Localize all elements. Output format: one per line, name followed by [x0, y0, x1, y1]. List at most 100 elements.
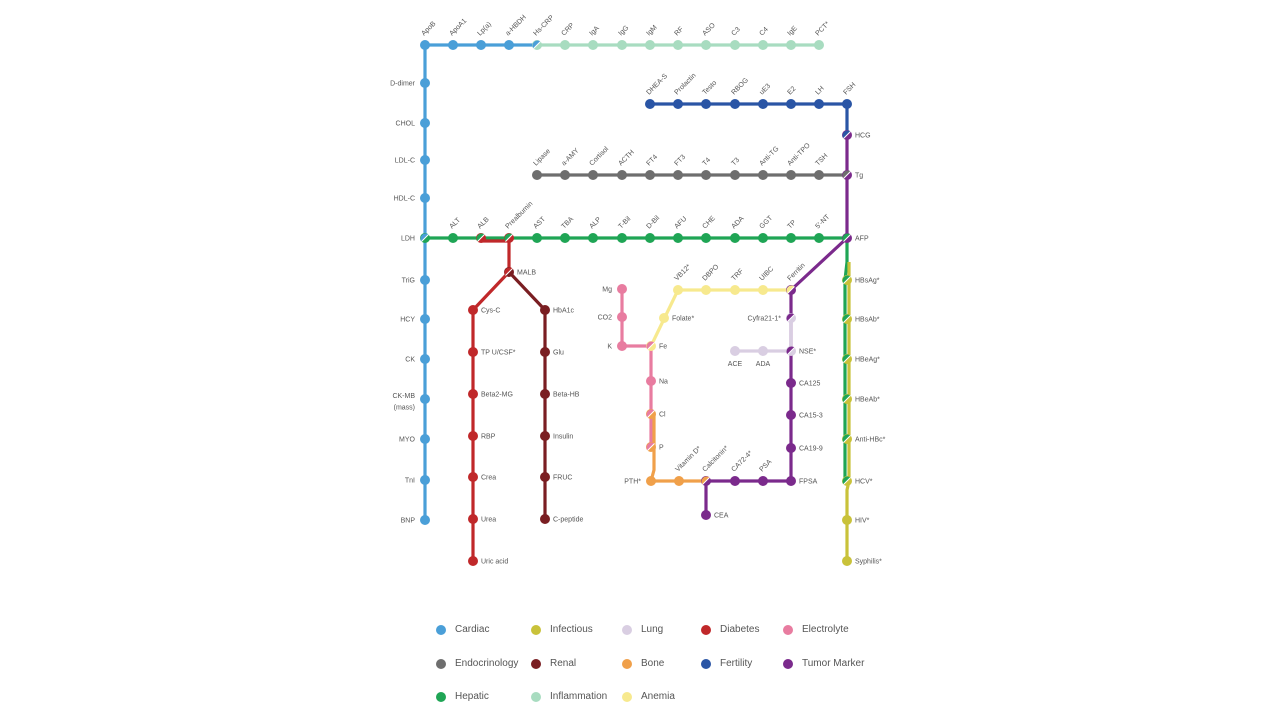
station-divider — [787, 347, 795, 355]
station-dot — [659, 313, 669, 323]
station-label: FPSA — [799, 479, 818, 486]
station-dot — [701, 510, 711, 520]
station-dot — [814, 40, 824, 50]
station-hcy[interactable]: HCY — [400, 314, 430, 324]
station-ca125[interactable]: CA125 — [786, 378, 821, 388]
station-cyfra21-1-[interactable]: Cyfra21-1* — [748, 313, 796, 323]
station-hbeab-[interactable]: HBeAb* — [842, 394, 880, 404]
station-dot-half — [646, 341, 655, 350]
station-ldh[interactable]: LDH — [401, 233, 430, 243]
station-bnp[interactable]: BNP — [401, 515, 430, 525]
station-fpsa[interactable]: FPSA — [786, 476, 818, 486]
station-label: HCY — [400, 317, 415, 324]
station-afp[interactable]: AFP — [842, 233, 869, 243]
station-dot — [758, 40, 768, 50]
station-hcv-[interactable]: HCV* — [842, 476, 873, 486]
station-k[interactable]: K — [607, 341, 627, 351]
station-tp-u-csf-[interactable]: TP U/CSF* — [468, 347, 516, 357]
station-cl[interactable]: Cl — [646, 409, 666, 419]
station-dot — [420, 434, 430, 444]
legend-item-hepatic: Hepatic — [436, 691, 489, 702]
station-glu[interactable]: Glu — [540, 347, 564, 357]
station-crea[interactable]: Crea — [468, 472, 496, 482]
station-trig[interactable]: TriG — [402, 275, 430, 285]
station-hiv-[interactable]: HIV* — [842, 515, 870, 525]
station-ldl-c[interactable]: LDL-C — [395, 155, 430, 165]
station-ck[interactable]: CK — [405, 354, 430, 364]
legend-swatch-icon — [531, 691, 541, 702]
station-beta2-mg[interactable]: Beta2-MG — [468, 389, 513, 399]
station-divider — [843, 315, 851, 323]
station-label: C4 — [758, 26, 769, 37]
station-fsh[interactable]: FSH — [842, 82, 857, 109]
station-hbeag-[interactable]: HBeAg* — [842, 354, 880, 364]
station-anti-hbc-[interactable]: Anti-HBc* — [842, 434, 886, 444]
station-ca15-3[interactable]: CA15-3 — [786, 410, 823, 420]
station-uric-acid[interactable]: Uric acid — [468, 556, 508, 566]
station-c3[interactable]: C3 — [730, 26, 742, 50]
station-label: TP U/CSF* — [481, 350, 516, 357]
station-cys-c[interactable]: Cys-C — [468, 305, 500, 315]
station-label: CA19-9 — [799, 446, 823, 453]
station-tp[interactable]: TP — [786, 219, 798, 243]
station-mg[interactable]: Mg — [602, 284, 627, 294]
station-fruc[interactable]: FRUC — [540, 472, 572, 482]
station-label: CHOL — [396, 121, 416, 128]
station-tg[interactable]: Tg — [842, 170, 863, 180]
station-rbp[interactable]: RBP — [468, 431, 496, 441]
station-t3[interactable]: T3 — [730, 157, 741, 180]
station-fe[interactable]: Fe — [646, 341, 667, 351]
station-dot-half — [842, 434, 851, 443]
station-dot — [786, 476, 796, 486]
station-ca19-9[interactable]: CA19-9 — [786, 443, 823, 453]
station-d-dimer[interactable]: D-dimer — [390, 78, 430, 88]
station-c-peptide[interactable]: C-peptide — [540, 514, 583, 524]
station-dot — [420, 515, 430, 525]
station-malb[interactable]: MALB — [504, 267, 536, 277]
station-hcg[interactable]: HCG — [842, 130, 871, 140]
station-cea[interactable]: CEA — [701, 510, 729, 520]
station-urea[interactable]: Urea — [468, 514, 496, 524]
station-rf[interactable]: RF — [673, 26, 685, 50]
station-dot — [842, 556, 852, 566]
station-label: Mg — [602, 287, 612, 294]
station-beta-hb[interactable]: Beta-HB — [540, 389, 580, 399]
station-chol[interactable]: CHOL — [396, 118, 430, 128]
station-lh[interactable]: LH — [814, 85, 826, 109]
station-hba1c[interactable]: HbA1c — [540, 305, 575, 315]
station-pct-[interactable]: PCT* — [814, 20, 831, 50]
station-label: IgG — [617, 24, 630, 37]
station-ace[interactable]: ACE — [728, 346, 743, 368]
station-nse-[interactable]: NSE* — [786, 346, 816, 356]
station-c4[interactable]: C4 — [758, 26, 770, 50]
station-e2[interactable]: E2 — [786, 85, 798, 109]
station-label: D-Bil — [645, 214, 661, 230]
legend-label: Bone — [641, 658, 665, 669]
station-dot — [786, 40, 796, 50]
station-p[interactable]: P — [646, 442, 664, 452]
station-t4[interactable]: T4 — [701, 157, 712, 180]
station-co2[interactable]: CO2 — [598, 312, 627, 322]
station-label: TnI — [405, 478, 415, 485]
station-syphilis-[interactable]: Syphilis* — [842, 556, 882, 566]
station-ada[interactable]: ADA — [756, 346, 771, 368]
station-folate-[interactable]: Folate* — [659, 313, 694, 323]
station-dot-half — [842, 354, 851, 363]
station-dot — [420, 118, 430, 128]
station-divider — [505, 268, 513, 276]
station-dot — [814, 170, 824, 180]
station-na[interactable]: Na — [646, 376, 668, 386]
station-hdl-c[interactable]: HDL-C — [394, 193, 430, 203]
station-insulin[interactable]: Insulin — [540, 431, 573, 441]
station-pth-[interactable]: PTH* — [624, 476, 656, 486]
station-myo[interactable]: MYO — [399, 434, 430, 444]
station-hbsag-[interactable]: HBsAg* — [842, 275, 880, 285]
station-label: Cys-C — [481, 308, 500, 315]
station-hbsab-[interactable]: HBsAb* — [842, 314, 880, 324]
station-tni[interactable]: TnI — [405, 475, 430, 485]
station-dot — [786, 99, 796, 109]
station-ck-mb[interactable]: CK-MB(mass) — [392, 393, 430, 412]
station-dot — [560, 40, 570, 50]
legend-swatch-icon — [622, 691, 632, 702]
electrolyte-line — [620, 289, 653, 447]
